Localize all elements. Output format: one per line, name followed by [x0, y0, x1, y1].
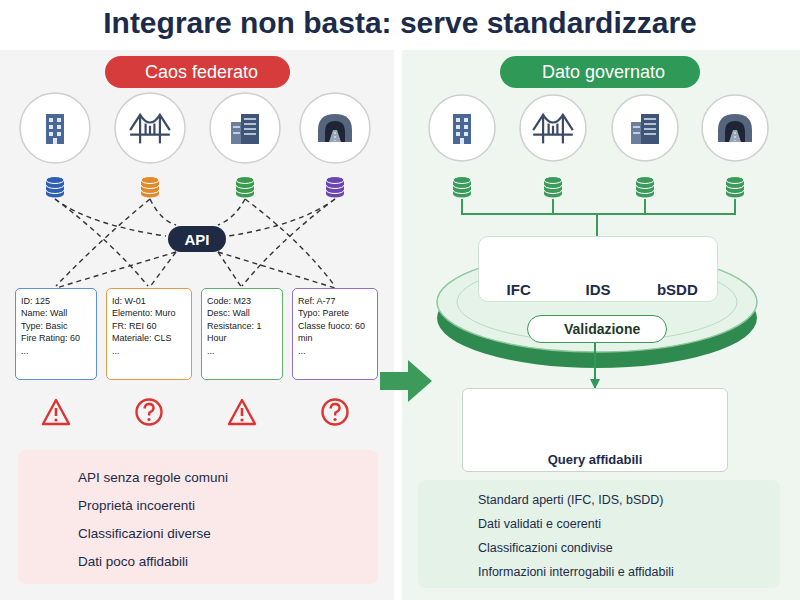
- connector: [218, 252, 335, 288]
- node-text: Caos federato: [145, 62, 258, 83]
- panel-backgrounds: [0, 50, 800, 600]
- tangled-wires: [55, 199, 335, 286]
- status-pill: Dato governato: [500, 56, 700, 88]
- node-text: bSDD: [641, 237, 713, 301]
- data-card: Id: W-01Elemento: MuroFR: REI 60Material…: [106, 288, 192, 380]
- issue-list: API senza regole comuniProprietà incoere…: [18, 450, 378, 584]
- data-card: ID: 125Name: WallType: BasicFire Rating:…: [15, 288, 97, 380]
- warning-icons: [43, 400, 348, 425]
- data-card: Code: M23Desc: WallResistance: 1 Hour...: [201, 288, 283, 380]
- tree-wires: [462, 199, 735, 236]
- node-text: Ref: A-77: [298, 295, 372, 307]
- data-card: Ref: A-77Typo: PareteClasse fuoco: 60 mi…: [292, 288, 378, 380]
- node-text: Classe fuoco: 60 min: [298, 320, 372, 345]
- node-text: IDS: [562, 237, 634, 301]
- node-text: ...: [21, 345, 91, 357]
- connector: [149, 252, 176, 288]
- diagram-title: Integrare non basta: serve standardizzar…: [0, 6, 800, 40]
- node-text: Classificazioni diverse: [78, 520, 370, 548]
- transition-arrow: [380, 360, 432, 402]
- connector: [594, 343, 596, 388]
- node-text: Classificazioni condivise: [478, 536, 772, 560]
- status-pill: Caos federato: [105, 56, 290, 88]
- connector: [56, 252, 176, 288]
- api-pill: API: [168, 226, 226, 252]
- connector: [218, 252, 242, 288]
- benefit-list: Standard aperti (IFC, IDS, bSDD)Dati val…: [418, 480, 780, 588]
- node-text: Materiale: CLS: [112, 332, 186, 344]
- node-text: Dato governato: [542, 62, 665, 83]
- node-text: FR: REI 60: [112, 320, 186, 332]
- standards-box: IFCIDSbSDD: [478, 236, 718, 302]
- node-text: ...: [112, 345, 186, 357]
- node-text: Informazioni interrogabili e affidabili: [478, 560, 772, 584]
- node-text: Dati validati e coerenti: [478, 512, 772, 536]
- node-text: Resistance: 1 Hour: [207, 320, 277, 345]
- node-text: ...: [298, 345, 372, 357]
- node-text: Id: W-01: [112, 295, 186, 307]
- node-text: Standard aperti (IFC, IDS, bSDD): [478, 488, 772, 512]
- node-text: Dati poco affidabili: [78, 548, 370, 576]
- node-text: ...: [207, 345, 277, 357]
- node-text: Name: Wall: [21, 307, 91, 319]
- node-text: Code: M23: [207, 295, 277, 307]
- node-text: Query affidabili: [463, 452, 727, 467]
- node-text: Elemento: Muro: [112, 307, 186, 319]
- node-text: Fire Rating: 60: [21, 332, 91, 344]
- node-text: Typo: Parete: [298, 307, 372, 319]
- node-text: API: [184, 231, 209, 248]
- pill-icons: [115, 62, 532, 82]
- node-text: ID: 125: [21, 295, 91, 307]
- node-text: Proprietà incoerenti: [78, 492, 370, 520]
- node-text: Desc: Wall: [207, 307, 277, 319]
- node-text: IFC: [483, 237, 555, 301]
- node-text: Validazione: [564, 321, 640, 337]
- node-text: API senza regole comuni: [78, 464, 370, 492]
- node-text: Type: Basic: [21, 320, 91, 332]
- validation-pill: Validazione: [527, 315, 667, 343]
- source-icons: [20, 93, 768, 198]
- query-box: Query affidabili: [462, 388, 728, 472]
